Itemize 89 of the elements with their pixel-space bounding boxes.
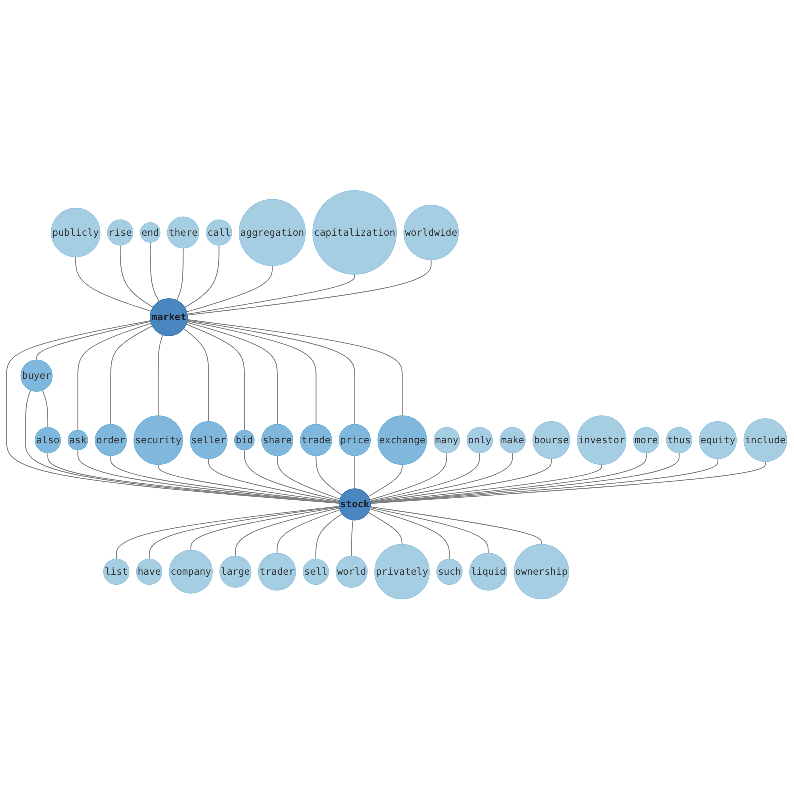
connector <box>316 513 343 560</box>
node-circle: large <box>220 556 252 588</box>
connector <box>370 458 552 503</box>
connector <box>158 334 164 416</box>
connector <box>190 506 340 551</box>
node-circle: bid <box>234 430 255 450</box>
connector <box>6 320 340 504</box>
node-circle: trader <box>258 552 296 591</box>
node-circle: investor <box>577 415 627 466</box>
node-circle: include <box>744 418 788 462</box>
node-circle: exchange <box>378 415 428 466</box>
connector <box>36 321 152 361</box>
node-circle: bourse <box>532 421 571 460</box>
connector <box>370 461 766 504</box>
node-circle: seller <box>190 421 228 460</box>
node-circle: trade <box>300 424 332 456</box>
node-circle: call <box>206 220 232 246</box>
node-circle: make <box>500 427 526 454</box>
connector <box>370 452 514 502</box>
connector <box>187 274 356 315</box>
node-circle: order <box>94 424 128 456</box>
connector <box>110 326 154 425</box>
connector <box>235 508 340 557</box>
connector <box>48 452 340 504</box>
connector <box>370 507 489 554</box>
connector <box>354 456 356 490</box>
node-circle: price <box>338 424 372 456</box>
connector <box>187 319 403 416</box>
connector <box>316 456 343 496</box>
node-circle: ownership <box>514 544 570 600</box>
node-circle: security <box>134 415 184 466</box>
connector <box>78 322 152 431</box>
connector <box>158 464 340 503</box>
node-circle: have <box>136 558 163 586</box>
connector <box>370 452 480 502</box>
node-circle: also <box>34 427 62 454</box>
node-circle: capitalization <box>312 190 398 275</box>
connector <box>150 242 160 302</box>
connector <box>370 458 719 504</box>
connector <box>116 506 340 560</box>
node-circle: publicly <box>51 208 101 258</box>
node-circle: liquid <box>469 552 508 591</box>
connector <box>187 320 356 425</box>
node-circle: thus <box>666 427 693 454</box>
connector <box>25 390 340 504</box>
node-circle: ask <box>68 430 88 450</box>
node-circle: equity <box>699 421 738 460</box>
connector <box>351 520 354 557</box>
connector <box>110 456 340 504</box>
connector <box>244 450 340 502</box>
connector <box>186 320 317 425</box>
connector <box>186 322 278 425</box>
node-circle: only <box>466 427 494 454</box>
connector <box>149 506 340 560</box>
node-circle: privately <box>374 544 430 600</box>
node-circle: there <box>167 216 200 249</box>
node-circle: many <box>434 427 460 454</box>
node-circle: list <box>103 558 130 586</box>
node-circle: world <box>336 556 368 588</box>
connector <box>75 256 152 312</box>
connector <box>187 260 432 316</box>
connector <box>276 509 341 554</box>
node-circle: rise <box>107 220 134 246</box>
connector <box>42 390 49 428</box>
node-circle: buyer <box>20 360 53 392</box>
connector <box>370 508 450 560</box>
node-circle: worldwide <box>404 204 460 260</box>
connector <box>277 456 341 500</box>
connector <box>186 324 246 431</box>
node-circle: such <box>436 558 463 586</box>
node-circle: more <box>633 427 660 454</box>
node-circle: company <box>169 550 213 594</box>
connector <box>176 248 184 301</box>
connector <box>184 245 220 308</box>
node-circle: market <box>150 298 188 336</box>
connector <box>183 328 210 422</box>
connector <box>370 506 542 545</box>
node-circle: share <box>262 424 294 456</box>
node-circle: stock <box>338 488 372 521</box>
connector <box>186 265 273 312</box>
connector <box>120 245 154 308</box>
connector <box>78 450 340 504</box>
connector <box>368 464 403 498</box>
node-circle: end <box>140 222 161 243</box>
node-circle: aggregation <box>239 199 306 266</box>
connector <box>208 458 340 502</box>
connector <box>368 512 403 545</box>
connector <box>370 452 448 500</box>
node-circle: sell <box>302 558 330 586</box>
